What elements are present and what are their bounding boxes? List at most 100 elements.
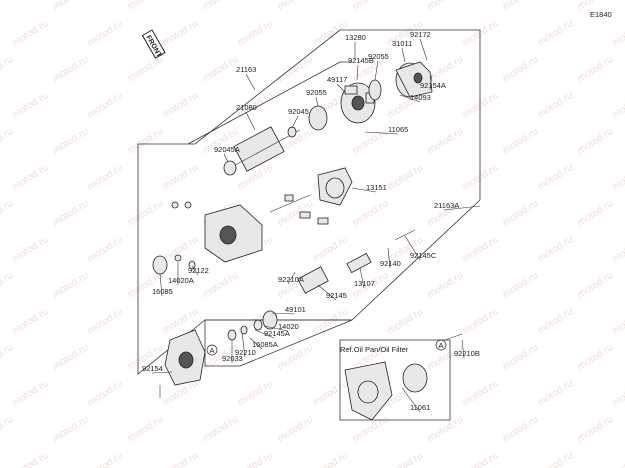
part-label-92145[interactable]: 92145 [326,291,347,300]
watermark-text: motod.ru [51,342,90,372]
part-label-13280[interactable]: 13280 [345,33,366,42]
watermark-text: motod.ru [351,198,390,228]
part-label-49101[interactable]: 49101 [285,305,306,314]
part-label-92055b[interactable]: 92055 [306,88,327,97]
watermark-text: motod.ru [51,270,90,300]
watermark-text: motod.ru [276,0,315,13]
part-label-92045[interactable]: 92045 [288,107,309,116]
watermark-text: motod.ru [161,18,200,48]
watermark-text: motod.ru [236,18,275,48]
watermark-text: motod.ru [576,414,615,444]
leader-line-13151 [351,187,377,193]
watermark-text: motod.ru [201,54,240,84]
watermark-text: motod.ru [501,198,540,228]
part-label-92145B[interactable]: 92145B [348,56,374,65]
watermark-text: motod.ru [276,414,315,444]
front-direction-badge: FRONT [141,29,166,59]
watermark-text: motod.ru [311,378,350,408]
watermark-text: motod.ru [11,378,50,408]
watermark-text: motod.ru [201,414,240,444]
watermark-text: motod.ru [351,126,390,156]
leader-line-92154 [151,371,173,374]
watermark-text: motod.ru [86,162,125,192]
part-label-11061[interactable]: 11061 [410,403,430,412]
leader-line-92122 [191,265,199,276]
watermark-text: motod.ru [0,198,15,228]
watermark-text: motod.ru [461,18,500,48]
assembly-frame-inner [187,61,352,145]
part-label-21080[interactable]: 21080 [236,103,257,112]
brush-plate [317,167,353,206]
part-label-11065[interactable]: 11065 [388,125,408,134]
watermark-text: motod.ru [386,306,425,336]
part-label-92210[interactable]: 92210 [235,348,256,357]
armature [223,126,301,176]
watermark-text: motod.ru [386,162,425,192]
watermark-text: motod.ru [161,450,200,468]
watermark-text: motod.ru [126,54,165,84]
part-label-21163A[interactable]: 21163A [434,201,459,210]
watermark-text: motod.ru [576,270,615,300]
watermark-text: motod.ru [236,378,275,408]
watermark-text: motod.ru [161,162,200,192]
part-label-92154A[interactable]: 92154A [420,81,446,90]
part-label-16085A[interactable]: 16085A [252,340,278,349]
watermark-text: motod.ru [611,162,625,192]
watermark-text: motod.ru [276,342,315,372]
watermark-text: motod.ru [426,54,465,84]
part-label-14020A[interactable]: 14020A [168,276,194,285]
part-label-92045A[interactable]: 92045A [214,145,240,154]
part-label-13151[interactable]: 13151 [366,183,387,192]
watermark-text: motod.ru [51,54,90,84]
leader-line-92145B [356,64,359,81]
leader-line-92145A [254,329,275,339]
part-label-92154[interactable]: 92154 [142,364,163,373]
part-label-92055a[interactable]: 92055 [368,52,389,61]
watermark-text: motod.ru [611,90,625,120]
watermark-text: motod.ru [426,270,465,300]
watermark-text: motod.ru [501,0,540,13]
part-label-14093[interactable]: 14093 [410,93,431,102]
leader-line-92210A [287,271,296,285]
part-label-16085[interactable]: 16085 [152,287,173,296]
part-label-92210B[interactable]: 92210B [454,349,480,358]
watermark-text: motod.ru [0,270,15,300]
watermark-text: motod.ru [86,90,125,120]
starter-housing [204,204,263,263]
watermark-text: motod.ru [461,234,500,264]
watermark-text: motod.ru [461,378,500,408]
watermark-text: motod.ru [161,90,200,120]
part-label-92145C[interactable]: 92145C [410,251,437,260]
part-label-49117[interactable]: 49117 [327,75,347,84]
watermark-text: motod.ru [536,450,575,468]
watermark-text: motod.ru [51,414,90,444]
part-label-92140[interactable]: 92140 [380,259,401,268]
watermark-text: motod.ru [0,126,15,156]
watermark-text: motod.ru [461,450,500,468]
part-label-21163[interactable]: 21163 [236,65,256,74]
part-label-31011[interactable]: 31011 [392,39,412,48]
watermark-text: motod.ru [11,18,50,48]
bearing-49101 [262,310,278,330]
watermark-text: motod.ru [611,18,625,48]
seal-92122 [188,260,196,270]
watermark-text: motod.ru [611,378,625,408]
leader-line-16085 [159,273,163,297]
leader-line-92210 [241,332,246,358]
watermark-text: motod.ru [311,234,350,264]
watermark-text: motod.ru [536,306,575,336]
watermark-text: motod.ru [461,90,500,120]
part-label-13107[interactable]: 13107 [354,279,375,288]
watermark-text: motod.ru [126,0,165,13]
part-label-14020[interactable]: 14020 [278,322,299,331]
watermark-text: motod.ru [11,306,50,336]
part-label-92122[interactable]: 92122 [188,266,209,275]
part-label-92033[interactable]: 92033 [222,354,243,363]
part-label-92145A[interactable]: 92145A [264,329,290,338]
part-label-92172[interactable]: 92172 [410,30,431,39]
watermark-text: motod.ru [11,234,50,264]
watermark-text: motod.ru [86,234,125,264]
leader-line-92145 [317,284,337,301]
